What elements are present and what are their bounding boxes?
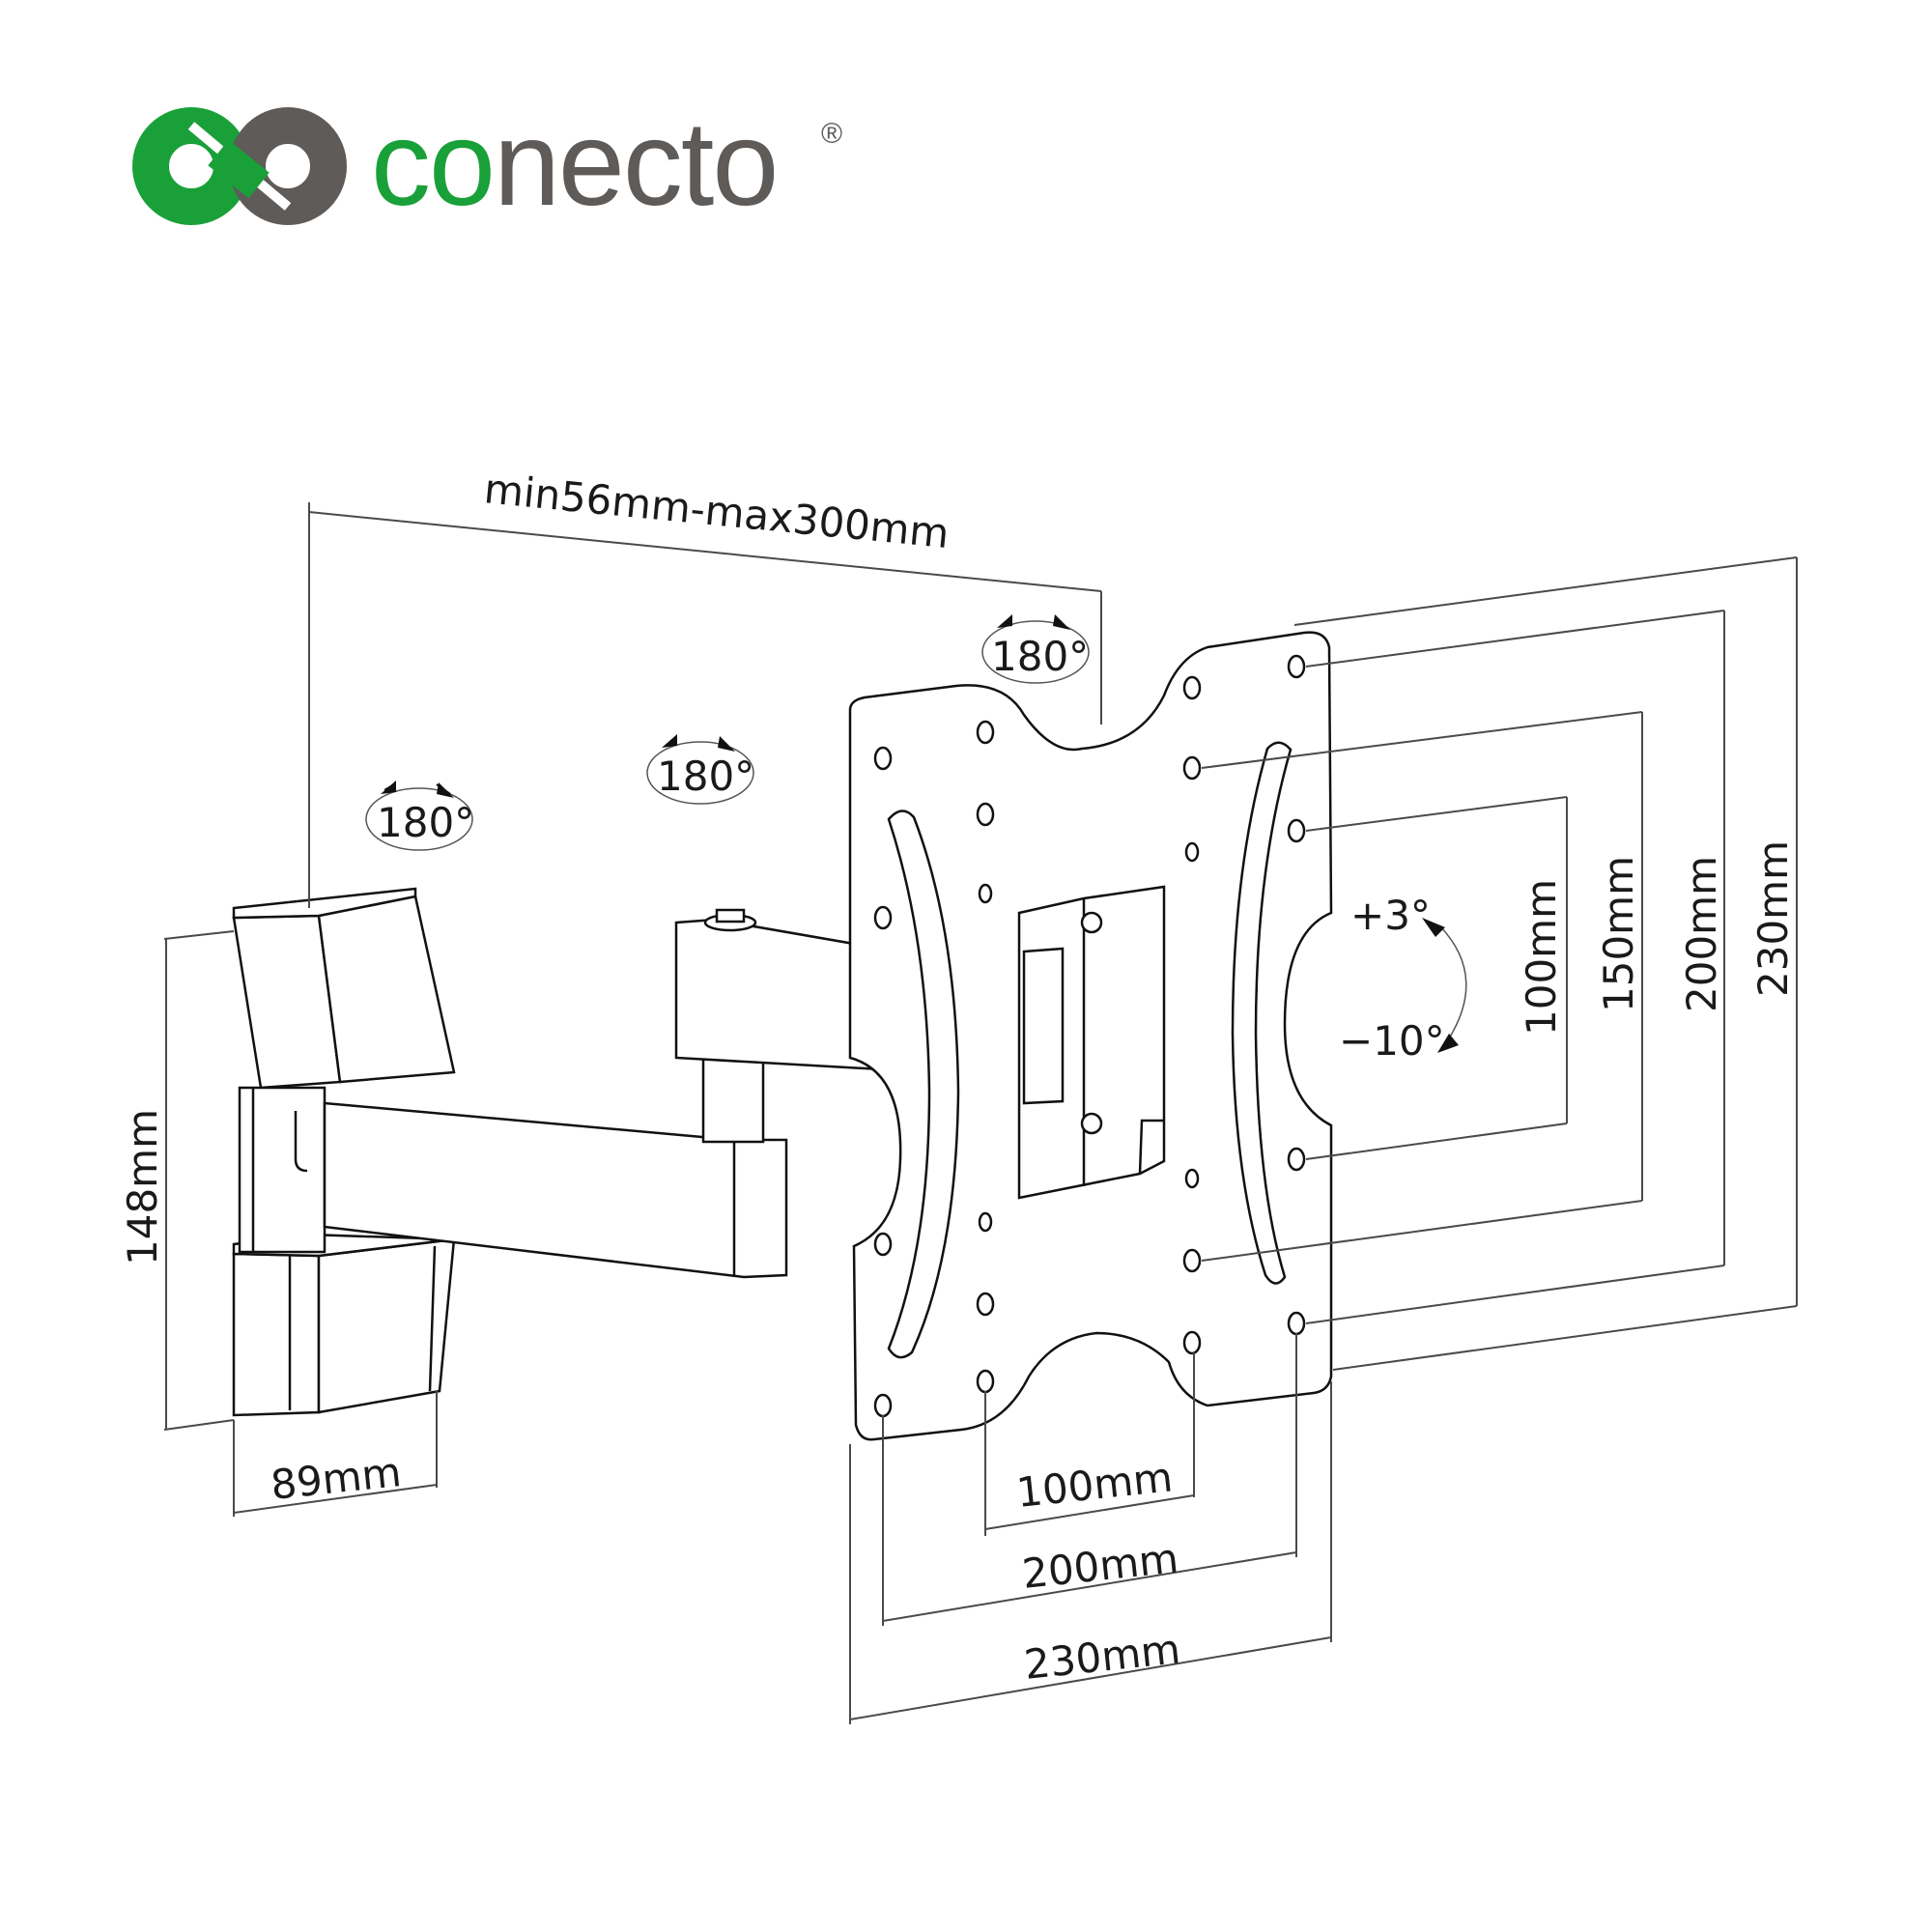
vesa-holes xyxy=(873,654,1306,1418)
wall-plate-height-label: 148mm xyxy=(119,1109,166,1265)
vesa-plate xyxy=(848,631,1333,1441)
tilt-down-label: −10° xyxy=(1339,1017,1445,1065)
vesa-vertical-100-label: 100mm xyxy=(1518,879,1565,1036)
tilt-indicator: +3° −10° xyxy=(1339,892,1467,1065)
vesa-vertical-150-label: 150mm xyxy=(1595,856,1642,1012)
vesa-vertical-200-label: 200mm xyxy=(1678,856,1725,1012)
plate-width-230-label: 230mm xyxy=(1022,1625,1182,1689)
swivel-angle-2: 180° xyxy=(657,753,754,800)
conecto-logo: conecto ® xyxy=(132,98,842,231)
swivel-badge-3: 180° xyxy=(981,614,1090,684)
swivel-angle-3: 180° xyxy=(991,633,1089,680)
swivel-angle-1: 180° xyxy=(377,799,474,846)
tilt-up-label: +3° xyxy=(1350,892,1431,939)
vesa-horizontal-100-label: 100mm xyxy=(1014,1453,1175,1517)
arm-segment-1 xyxy=(323,1053,788,1279)
logo-wordmark-necto: necto xyxy=(494,98,777,231)
dimension-lines xyxy=(163,502,1798,1724)
wall-plate xyxy=(232,887,456,1417)
extension-label: min56mm-max300mm xyxy=(482,465,952,557)
logo-mark-icon xyxy=(132,107,347,225)
swivel-badge-2: 180° xyxy=(646,734,754,805)
swivel-badge-1: 180° xyxy=(365,781,474,851)
logo-wordmark-co: co xyxy=(371,98,494,231)
wall-plate-width-label: 89mm xyxy=(269,1448,404,1509)
logo-wordmark: conecto xyxy=(371,98,777,231)
vesa-horizontal-200-label: 200mm xyxy=(1020,1534,1180,1598)
registered-mark: ® xyxy=(821,118,842,150)
plate-height-230-label: 230mm xyxy=(1749,840,1797,997)
